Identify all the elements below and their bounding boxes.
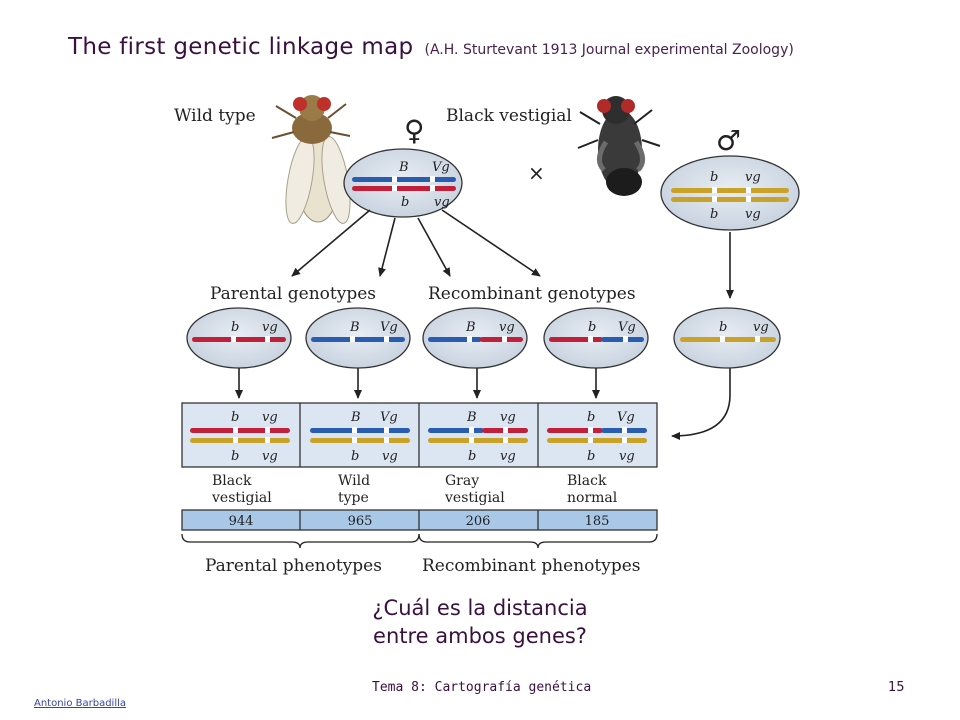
gene-label-B: B: [398, 160, 409, 175]
wild-type-label: Wild type: [174, 106, 256, 126]
gene-label-b: b: [231, 449, 239, 464]
question-text: ¿Cuál es la distancia entre ambos genes?: [280, 594, 680, 650]
gamete-male: b vg: [673, 307, 781, 369]
gene-label-b: b: [588, 320, 596, 335]
count-gray-vestigial: 206: [466, 514, 491, 529]
count-black-vestigial: 944: [229, 514, 254, 529]
title-citation: (A.H. Sturtevant 1913 Journal experiment…: [424, 42, 794, 58]
gene-label-b: b: [587, 410, 595, 425]
gene-label-B: B: [465, 320, 476, 335]
phenotype-labels: Black vestigial Wild type Gray vestigial…: [211, 473, 618, 506]
phenotype-label-line1: Gray: [445, 473, 479, 489]
gene-label-vg: vg: [262, 320, 278, 335]
gene-label-Vg: Vg: [380, 410, 398, 425]
gene-label-vg: vg: [745, 170, 761, 185]
gene-label-vg: vg: [745, 207, 761, 222]
gene-label-vg: vg: [434, 195, 450, 210]
phenotype-label-line2: normal: [567, 490, 618, 506]
offspring-arrows: [235, 368, 731, 440]
phenotype-label-line2: vestigial: [211, 490, 272, 506]
question-line2: entre ambos genes?: [373, 624, 587, 648]
gene-label-b: b: [231, 320, 239, 335]
recombinant-phenotypes-label: Recombinant phenotypes: [422, 556, 641, 576]
gene-label-b: b: [710, 170, 718, 185]
recombinant-genotypes-label: Recombinant genotypes: [428, 284, 636, 304]
parental-phenotypes-label: Parental phenotypes: [205, 556, 382, 576]
phenotype-label-line2: type: [338, 490, 369, 506]
gene-label-Vg: Vg: [617, 410, 635, 425]
footer-topic: Tema 8: Cartografía genética: [372, 680, 592, 695]
offspring-grid: b vg b vg B Vg b vg B vg b vg b: [181, 402, 658, 468]
male-symbol: ♂: [716, 124, 741, 157]
gene-label-vg: vg: [382, 449, 398, 464]
gamete-black-normal: b Vg: [543, 307, 649, 369]
gene-label-b: b: [468, 449, 476, 464]
gene-label-vg: vg: [500, 410, 516, 425]
gene-label-Vg: Vg: [432, 160, 450, 175]
gene-label-vg: vg: [753, 320, 769, 335]
gene-label-vg: vg: [262, 410, 278, 425]
phenotype-label-line1: Black: [212, 473, 252, 489]
cross-symbol: ×: [528, 161, 545, 185]
count-wild-type: 965: [348, 514, 373, 529]
wild-type-fly-icon: [271, 95, 351, 224]
gene-label-Vg: Vg: [380, 320, 398, 335]
gene-label-b: b: [719, 320, 727, 335]
gene-label-b: b: [587, 449, 595, 464]
gamete-black-vestigial: b vg: [186, 307, 292, 369]
gene-label-vg: vg: [619, 449, 635, 464]
phenotype-label-line1: Black: [567, 473, 607, 489]
parental-genotypes-label: Parental genotypes: [210, 284, 376, 304]
gene-label-Vg: Vg: [618, 320, 636, 335]
gene-label-b: b: [710, 207, 718, 222]
gamete-arrows: [291, 209, 734, 299]
female-symbol: ♀: [404, 114, 425, 147]
female-parent-genotype: B Vg b vg: [343, 148, 463, 218]
page-number: 15: [888, 680, 905, 695]
gene-label-B: B: [350, 410, 361, 425]
offspring-counts: 944 965 206 185: [181, 509, 658, 531]
gamete-wild-type: B Vg: [305, 307, 411, 369]
phenotype-label-line2: vestigial: [444, 490, 505, 506]
gene-label-vg: vg: [262, 449, 278, 464]
count-black-normal: 185: [585, 514, 610, 529]
gamete-gray-vestigial: B vg: [422, 307, 528, 369]
male-parent-genotype: b vg b vg: [660, 155, 800, 231]
phenotype-label-line1: Wild: [338, 473, 370, 489]
gene-label-vg: vg: [499, 320, 515, 335]
black-vestigial-label: Black vestigial: [446, 106, 572, 126]
gene-label-B: B: [466, 410, 477, 425]
gene-label-b: b: [231, 410, 239, 425]
phenotype-braces: [181, 533, 658, 549]
black-vestigial-fly-icon: [577, 96, 661, 196]
gene-label-B: B: [349, 320, 360, 335]
slide-title: The first genetic linkage map (A.H. Stur…: [68, 34, 794, 60]
author-link[interactable]: Antonio Barbadilla: [34, 698, 127, 709]
gene-label-b: b: [401, 195, 409, 210]
question-line1: ¿Cuál es la distancia: [372, 596, 588, 620]
title-main: The first genetic linkage map: [68, 34, 414, 60]
gene-label-b: b: [351, 449, 359, 464]
gene-label-vg: vg: [500, 449, 516, 464]
